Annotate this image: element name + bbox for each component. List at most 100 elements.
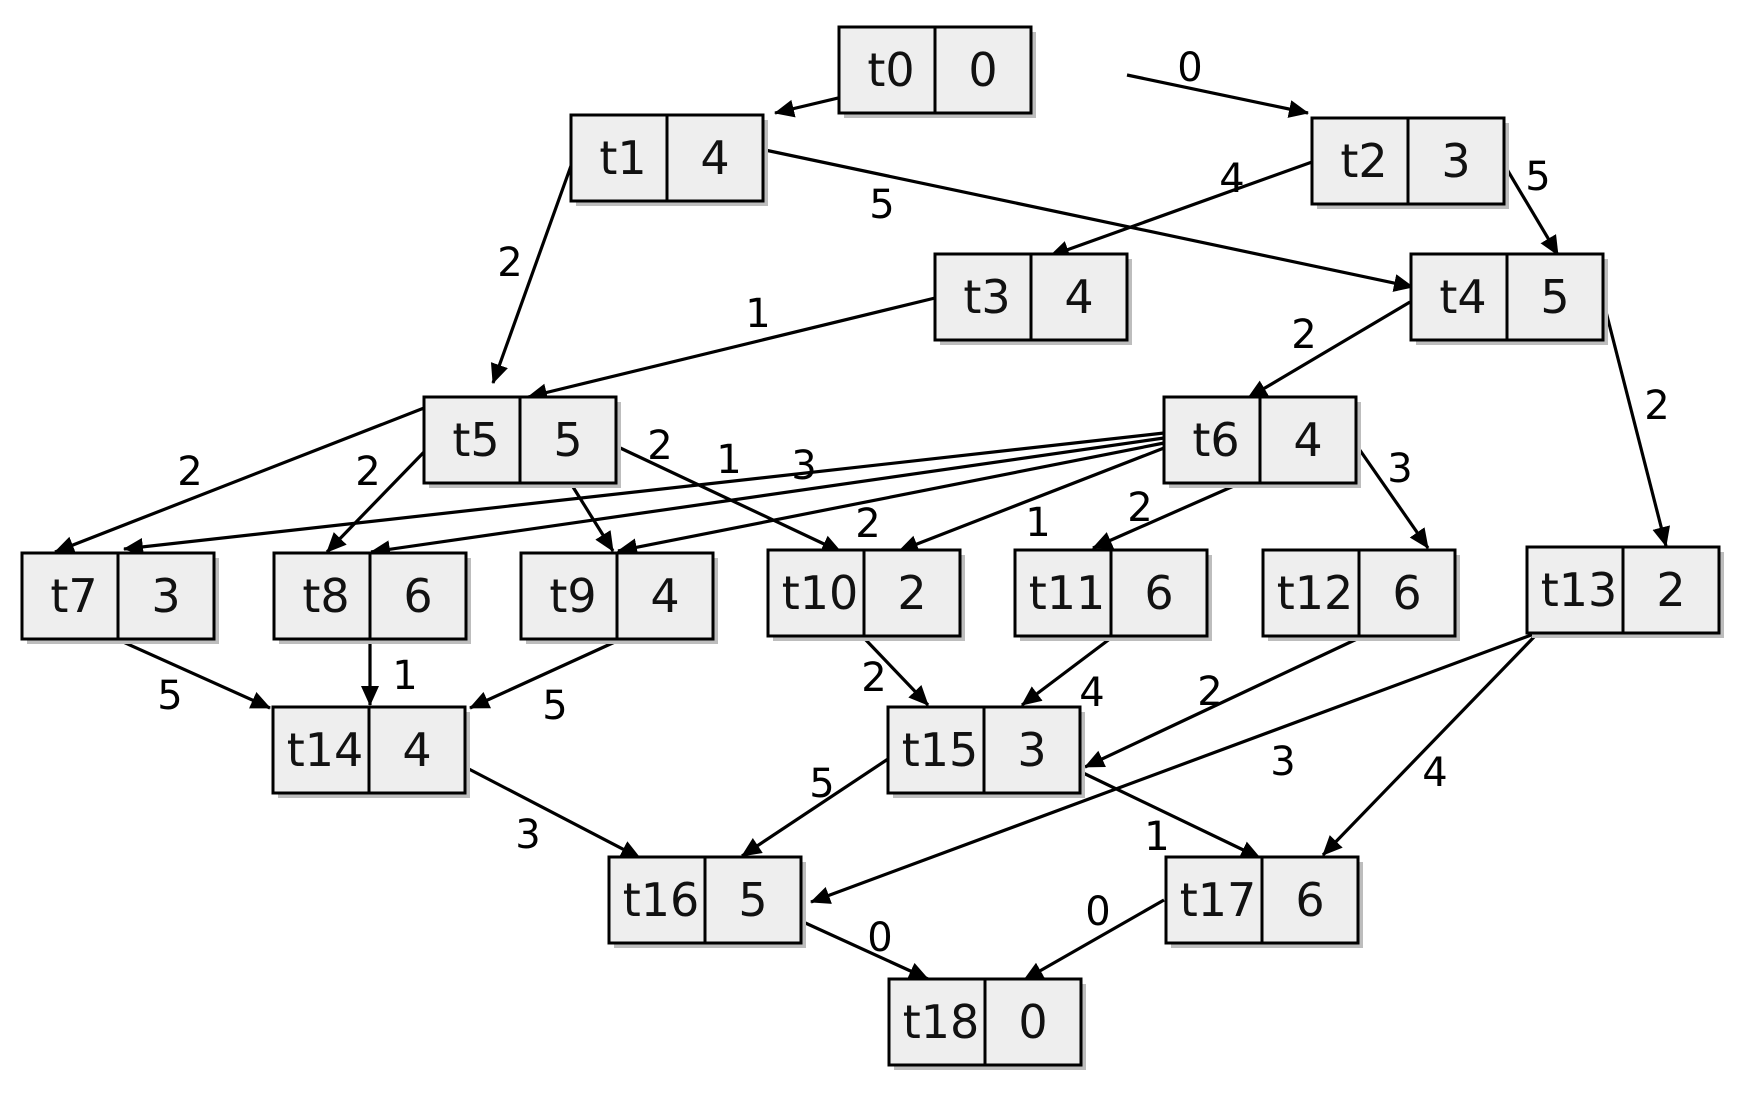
task-name: t1 [599,131,646,185]
task-cost: 6 [1392,566,1421,620]
edge-t4-t13 [1601,299,1671,547]
edge-weight-t13-t17: 4 [1422,750,1447,796]
edge-t7-t14 [120,639,271,710]
task-cost: 4 [700,131,729,185]
task-node-t11: t11 6 [1013,548,1212,641]
edge-t17-t18 [1023,898,1165,982]
edge-t6-t8 [370,436,1165,559]
task-name: t15 [902,723,979,777]
floating-labels-layer: 11 [1025,500,1169,860]
edge-weight-t2-t4: 5 [1525,154,1550,200]
task-node-t10: t10 2 [766,548,965,641]
task-cost: 3 [151,569,180,623]
task-name: t10 [782,566,859,620]
edge-weight-t3-t5: 1 [745,291,770,337]
edge-t5-t8 [325,450,426,554]
task-cost: 5 [553,413,582,467]
edge-weight-t12-t15: 2 [1197,669,1222,715]
edge-t13-t17 [1321,635,1536,857]
task-name: t5 [452,413,499,467]
edge-t15-t16 [741,757,889,858]
edge-weight-t5-t8: 2 [355,449,380,495]
task-cost: 6 [1144,566,1173,620]
task-name: t8 [302,569,349,623]
edge-weight-t15-t17: 1 [1144,814,1169,860]
edge-weight-t5-t10: 2 [647,423,672,469]
task-cost: 6 [1295,873,1324,927]
task-name: t17 [1180,873,1257,927]
task-name: t13 [1541,563,1618,617]
edge-weight-t6-t10: 2 [855,501,880,547]
task-node-t16: t16 5 [607,855,806,948]
task-name: t12 [1277,566,1354,620]
edge-t9-t14 [469,639,618,710]
task-name: t4 [1439,270,1486,324]
task-name: t6 [1192,413,1239,467]
edge-weight-t9-t14: 5 [542,683,567,729]
edge-weight-t1-t5: 2 [497,240,522,286]
edge-t1-t5 [490,162,574,384]
task-node-t17: t17 6 [1164,855,1363,948]
task-node-t12: t12 6 [1261,548,1460,641]
task-cost: 4 [1064,270,1093,324]
edge-weight-t1-t4: 5 [869,182,894,228]
edge-t1-t4 [764,148,1414,292]
edge-t4-t6 [1247,300,1411,400]
edge-labels-layer: 005245122222132235152423435100 [157,45,1669,961]
edge-weight-t4-t13: 2 [1644,383,1669,429]
edge-t16-t18 [800,919,929,981]
task-cost: 2 [1656,563,1685,617]
task-cost: 4 [402,723,431,777]
edge-weight-t10-t15: 2 [861,655,886,701]
task-cost: 3 [1441,134,1470,188]
task-cost: 0 [968,43,997,97]
edge-weight-t5-t7: 2 [177,449,202,495]
task-name: t2 [1340,134,1387,188]
edge-t0-t2 [1126,73,1309,118]
edge-t6-t9 [617,441,1165,557]
edge-weight-t6-t8: 3 [791,443,816,489]
edge-t13-t16 [810,632,1535,904]
task-name: t11 [1029,566,1106,620]
task-cost: 5 [738,873,767,927]
edge-t6-t10 [898,446,1165,553]
edge-t11-t15 [1021,636,1112,707]
task-cost: 6 [403,569,432,623]
edge-weight-t15-t16: 5 [809,761,834,807]
task-node-t2: t2 3 [1310,116,1509,209]
edge-weight-t7-t14: 5 [157,673,182,719]
task-cost: 3 [1017,723,1046,777]
edge-weight-t17-t18: 0 [1085,889,1110,935]
task-name: t18 [903,995,980,1049]
edges-layer [54,73,1671,982]
task-cost: 5 [1540,270,1569,324]
task-cost: 2 [897,566,926,620]
task-node-t5: t5 5 [422,395,621,488]
task-node-t8: t8 6 [272,551,471,644]
task-name: t16 [623,873,700,927]
edge-weight-t2-t3: 4 [1219,156,1244,202]
edge-t3-t5 [527,296,936,402]
edge-weight-t4-t6: 2 [1291,312,1316,358]
edge-weight-t13-t16: 3 [1270,739,1295,785]
edge-t5-t9 [566,478,615,552]
edge-t2-t4 [1503,165,1560,256]
edge-weight-t14-t16: 3 [515,812,540,858]
edge-weight-t16-t18: 0 [867,915,892,961]
task-node-t4: t4 5 [1409,252,1608,345]
task-node-t13: t13 2 [1525,545,1724,638]
edge-t14-t16 [464,765,641,860]
edge-weight-t6-t12: 3 [1387,446,1412,492]
task-node-t15: t15 3 [886,705,1085,798]
task-node-t1: t1 4 [569,113,768,206]
edge-t10-t15 [862,636,930,707]
edge-t12-t15 [1084,636,1360,769]
